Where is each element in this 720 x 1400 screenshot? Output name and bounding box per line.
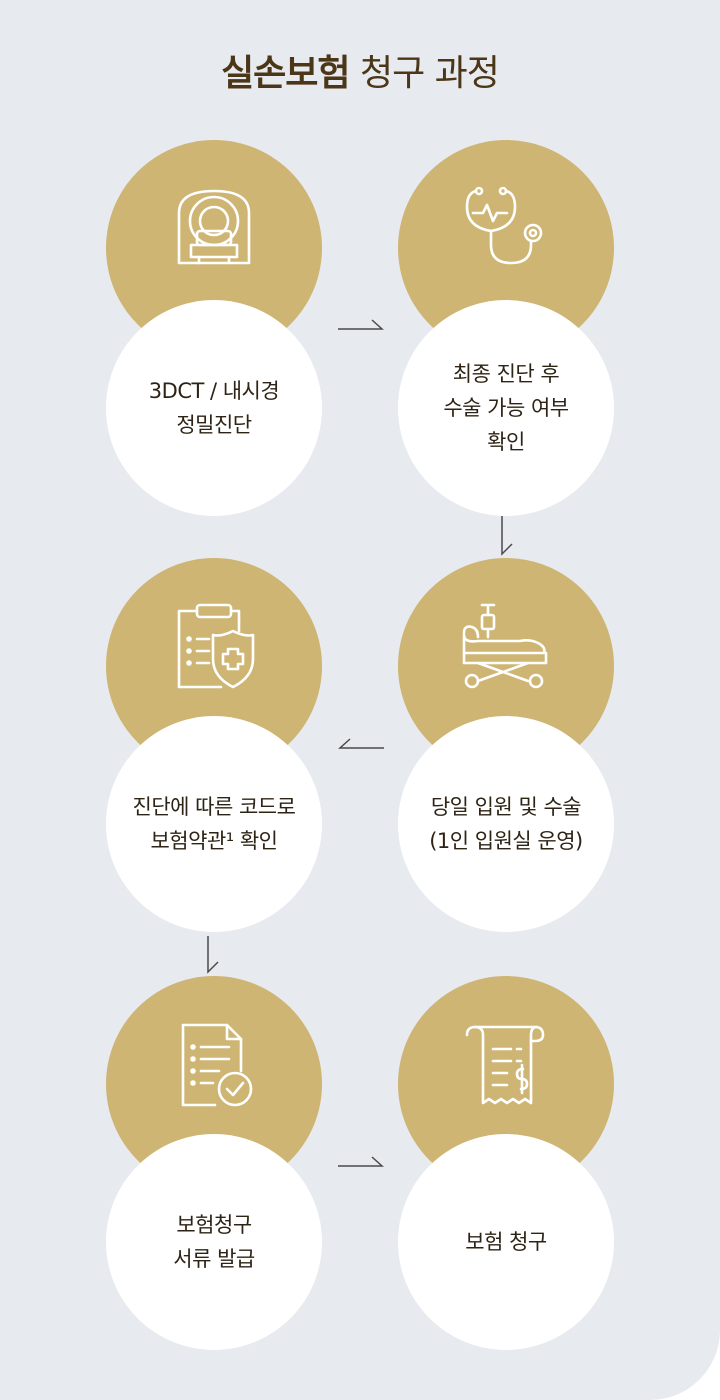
insurance-clipboard-icon: [169, 601, 259, 691]
step-2-circle: 최종 진단 후 수술 가능 여부 확인: [398, 300, 614, 516]
step-3-circle: 당일 입원 및 수술 (1인 입원실 운영): [398, 716, 614, 932]
step-1-label: 3DCT / 내시경 정밀진단: [148, 379, 280, 437]
page-title: 실손보험 청구 과정: [0, 44, 720, 96]
step-1-circle: 3DCT / 내시경 정밀진단: [106, 300, 322, 516]
step-2-label: 최종 진단 후 수술 가능 여부 확인: [443, 362, 569, 454]
step-4-label: 진단에 따른 코드로 보험약관¹ 확인: [132, 795, 296, 853]
arrow-down-2-icon: [207, 936, 219, 974]
step-5-label: 보험청구 서류 발급: [173, 1213, 255, 1271]
step-6-circle: 보험 청구: [398, 1134, 614, 1350]
hospital-bed-icon: [458, 601, 554, 691]
arrow-right-1-icon: [338, 319, 384, 330]
mri-scanner-icon: [169, 183, 259, 273]
receipt-dollar-icon: [461, 1019, 551, 1109]
step-4-circle: 진단에 따른 코드로 보험약관¹ 확인: [106, 716, 322, 932]
title-bold: 실손보험: [221, 53, 350, 94]
document-check-icon: [169, 1019, 259, 1109]
arrow-left-icon: [338, 738, 384, 749]
stethoscope-icon: [461, 183, 551, 273]
title-regular: 청구 과정: [349, 53, 500, 94]
arrow-down-1-icon: [501, 516, 513, 556]
step-3-label: 당일 입원 및 수술 (1인 입원실 운영): [429, 795, 583, 853]
step-5-circle: 보험청구 서류 발급: [106, 1134, 322, 1350]
arrow-right-2-icon: [338, 1156, 384, 1167]
step-6-label: 보험 청구: [465, 1230, 547, 1254]
